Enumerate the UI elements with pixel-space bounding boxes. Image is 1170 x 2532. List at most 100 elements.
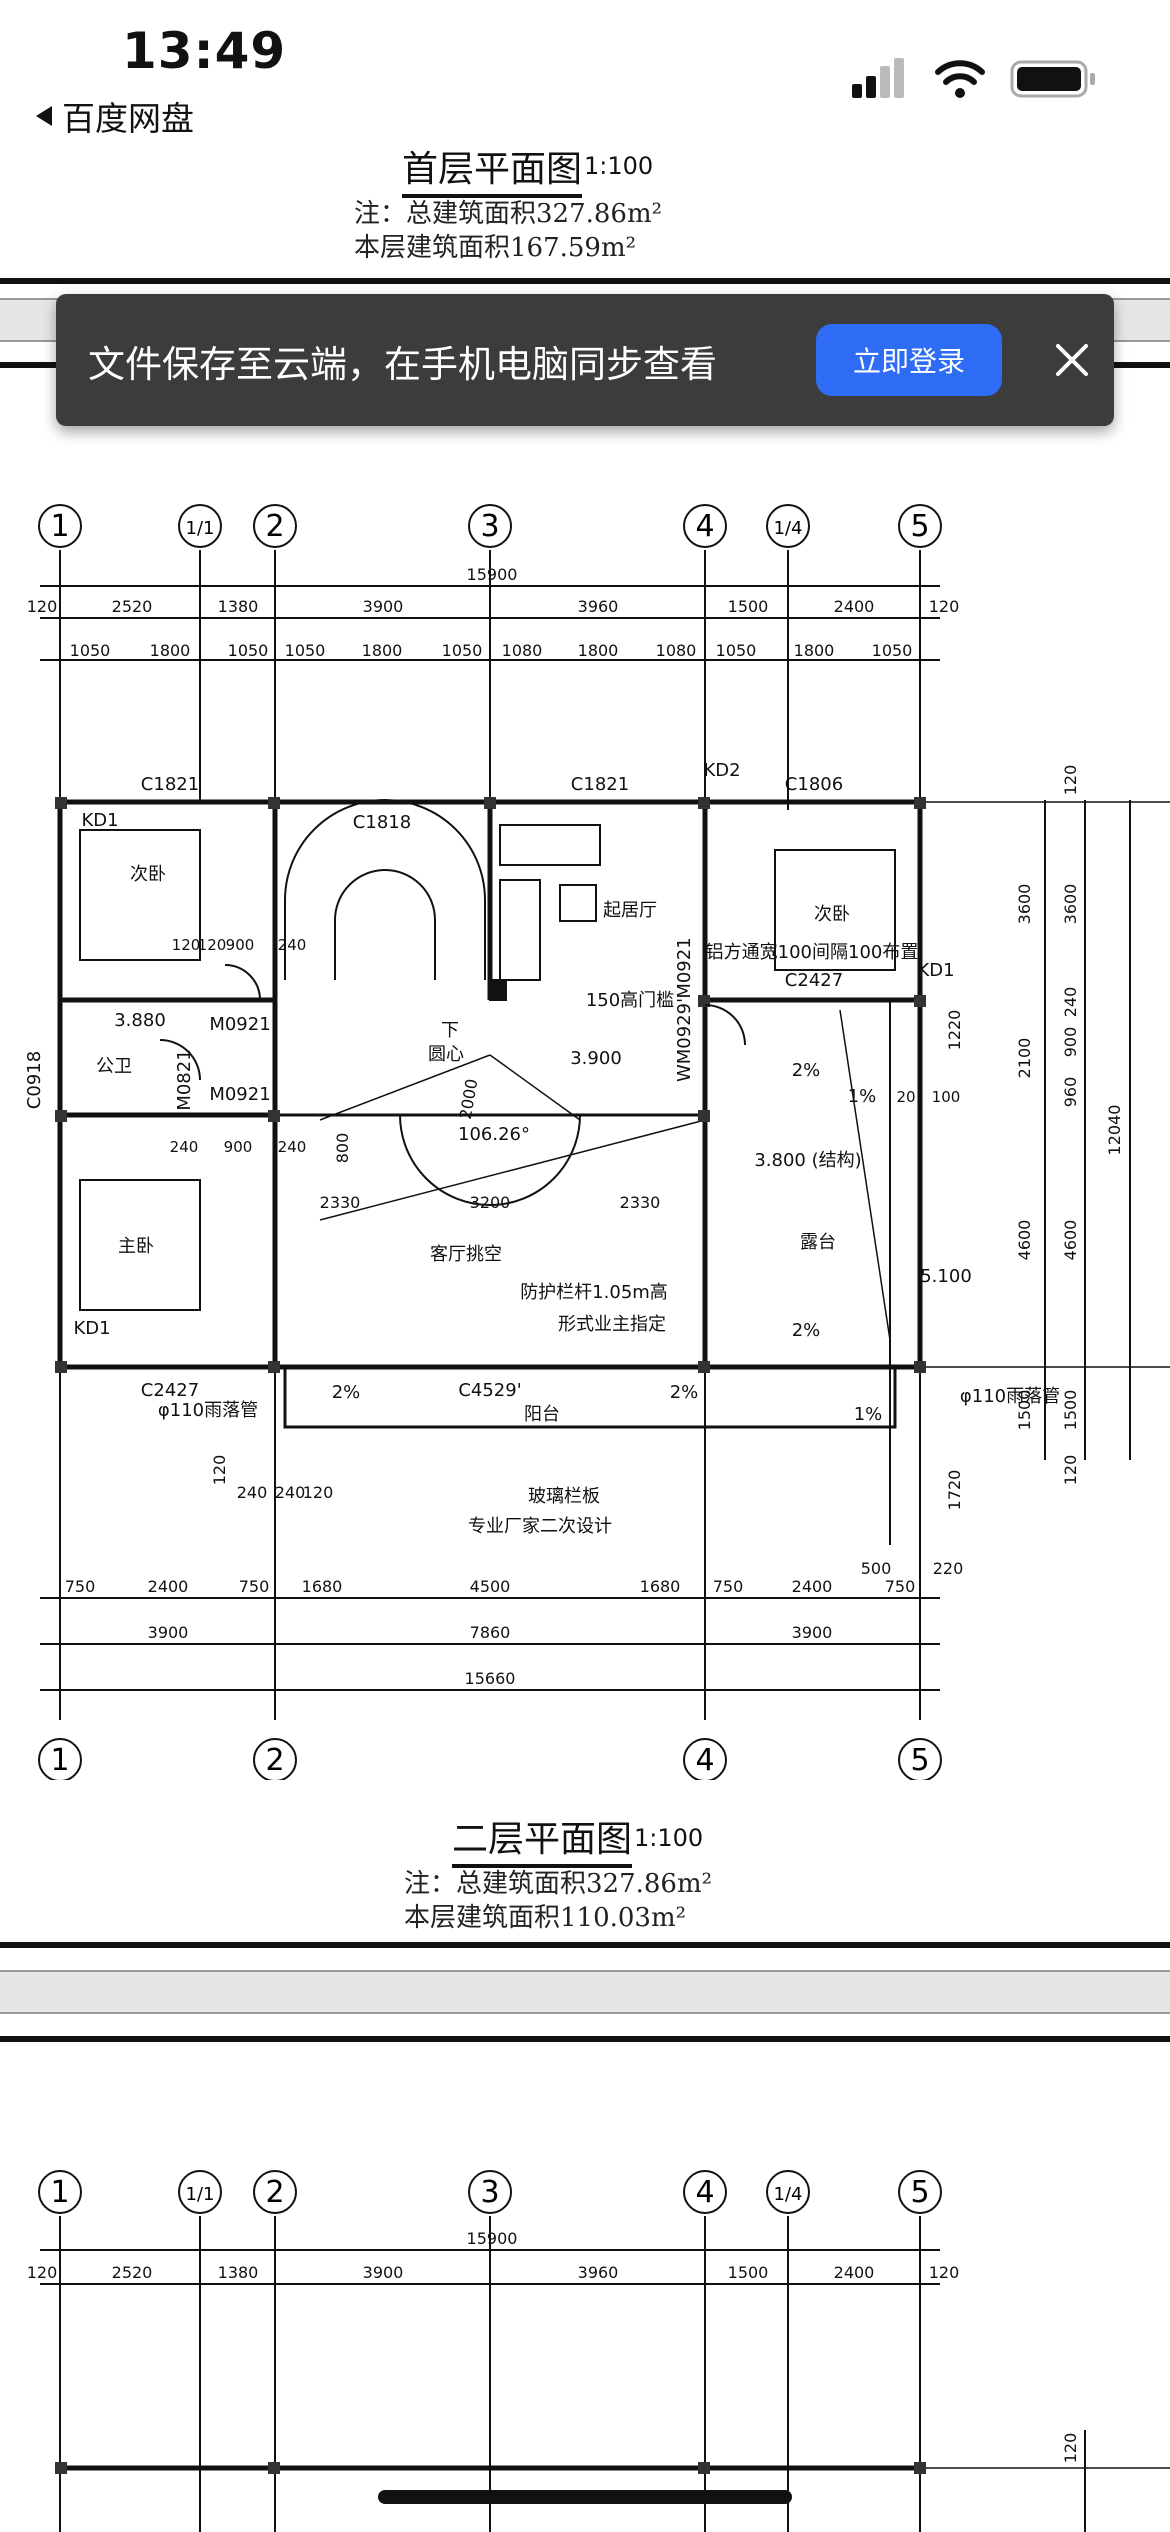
dim-text: 2400: [834, 597, 875, 616]
axis-label: 5: [910, 509, 929, 544]
dim-text: 4600: [1015, 1220, 1034, 1261]
dim-text: 120: [172, 936, 201, 954]
cloud-save-banner: 文件保存至云端，在手机电脑同步查看 立即登录: [56, 294, 1114, 426]
dim-text: 800: [333, 1133, 352, 1164]
dim-text: 120: [27, 597, 58, 616]
dim-text: 900: [224, 1138, 253, 1156]
axis-label: 4: [695, 2175, 714, 2210]
window-label: C4529': [458, 1380, 521, 1401]
dim-overall: 15900: [467, 565, 518, 584]
slope-label: 2%: [332, 1382, 361, 1403]
cellular-signal-icon: [852, 58, 904, 98]
dim-text: 240: [237, 1483, 268, 1502]
dim-text: 240: [1061, 987, 1080, 1018]
dim-text: 2330: [320, 1193, 361, 1212]
dim-text: 2400: [792, 1577, 833, 1596]
note-label: 形式业主指定: [558, 1314, 666, 1335]
dim-text: 7860: [470, 1623, 511, 1642]
dim-text: 4500: [470, 1577, 511, 1596]
home-indicator[interactable]: [378, 2490, 792, 2504]
plan2-note-total: 注：总建筑面积327.86m²: [404, 1869, 713, 1899]
dim-text: 3600: [1015, 884, 1034, 925]
axis-label: 1: [50, 2175, 69, 2210]
dim-text: 240: [278, 1138, 307, 1156]
dim-text: 750: [885, 1577, 916, 1596]
back-to-app-link[interactable]: 百度网盘: [36, 92, 194, 140]
dim-text: 120: [303, 1483, 334, 1502]
axis-bubbles-bottom: 1 2 4 5: [38, 1738, 942, 1780]
close-icon: [1056, 344, 1088, 376]
dim-text: 960: [1061, 1077, 1080, 1108]
level-label: 5.100: [920, 1266, 972, 1287]
dim-text: 750: [239, 1577, 270, 1596]
axis-label: 1/1: [186, 2184, 215, 2205]
plan1-title: 首层平面图: [402, 140, 583, 198]
axis-label: 2: [265, 509, 284, 544]
dim-text: 750: [713, 1577, 744, 1596]
dim-text: 220: [933, 1559, 964, 1578]
dim-text: 2330: [620, 1193, 661, 1212]
dim-text: 120: [210, 1455, 229, 1486]
dim-text: 2100: [1015, 1038, 1034, 1079]
door-label: M0921: [209, 1014, 270, 1035]
note-label: 专业厂家二次设计: [468, 1516, 612, 1537]
window-label: C1821: [571, 774, 629, 795]
sheet-gap: [0, 1970, 1170, 2014]
dim-text: 120: [1061, 765, 1080, 796]
slope-label: 1%: [854, 1404, 883, 1425]
level-label: 3.800 (结构): [754, 1150, 861, 1171]
close-banner-button[interactable]: [1036, 324, 1108, 396]
sheet-border: [0, 278, 1170, 284]
dim-text: 1800: [794, 641, 835, 660]
window-label: C1821: [141, 774, 199, 795]
room-label: 客厅挑空: [430, 1244, 502, 1265]
dim-text: 3900: [363, 597, 404, 616]
dim-text: 1080: [656, 641, 697, 660]
note-label: 150高门槛: [586, 990, 674, 1011]
dim-text: 2520: [112, 597, 153, 616]
angle-label: 106.26°: [458, 1124, 530, 1145]
dim-text: 1050: [716, 641, 757, 660]
slope-label: 2%: [792, 1060, 821, 1081]
window-label: C1818: [353, 812, 411, 833]
dim-text: 3900: [148, 1623, 189, 1642]
room-label: 露台: [800, 1232, 836, 1253]
status-icons: [852, 58, 1095, 98]
dim-text: 20: [896, 1088, 915, 1106]
dim-text: 1050: [228, 641, 269, 660]
axis-label: 1: [50, 509, 69, 544]
plan2-scale: 1:100: [634, 1824, 704, 1852]
dim-text: 1800: [578, 641, 619, 660]
dim-text: 1680: [302, 1577, 343, 1596]
dim-text: 120: [1061, 2433, 1080, 2464]
dim-text: 100: [932, 1088, 961, 1106]
dim-text: 2400: [148, 1577, 189, 1596]
note-label: φ110雨落管: [158, 1400, 258, 1421]
note-label: φ110雨落管: [960, 1386, 1060, 1407]
dim-text: 3200: [470, 1193, 511, 1212]
back-app-label: 百度网盘: [62, 99, 194, 138]
login-button[interactable]: 立即登录: [816, 324, 1002, 396]
dim-text: 2520: [112, 2263, 153, 2282]
axis-label: 2: [265, 1743, 284, 1778]
dim-text: 2400: [834, 2263, 875, 2282]
back-triangle-icon: [36, 106, 52, 126]
dim-text: 500: [861, 1559, 892, 1578]
note-label: 玻璃栏板: [528, 1486, 600, 1507]
dim-text: 1050: [872, 641, 913, 660]
dim-text: 3900: [792, 1623, 833, 1642]
dim-text: 3600: [1061, 884, 1080, 925]
dim-text: 1050: [70, 641, 111, 660]
level-label: 3.880: [114, 1010, 166, 1031]
note-label: 下: [441, 1020, 459, 1041]
kd-label: KD1: [73, 1318, 110, 1339]
dim-text: 1680: [640, 1577, 681, 1596]
window-label: C2427: [785, 970, 843, 991]
dim-text: 1050: [285, 641, 326, 660]
door-label: WM0929': [674, 998, 695, 1082]
dim-text: 1800: [362, 641, 403, 660]
axis-bubbles-second: 1 1/1 2 3 4 1/4 5: [38, 2170, 942, 2214]
dim-text: 1050: [442, 641, 483, 660]
axis-label: 1/4: [774, 518, 803, 539]
dim-text: 120: [929, 597, 960, 616]
